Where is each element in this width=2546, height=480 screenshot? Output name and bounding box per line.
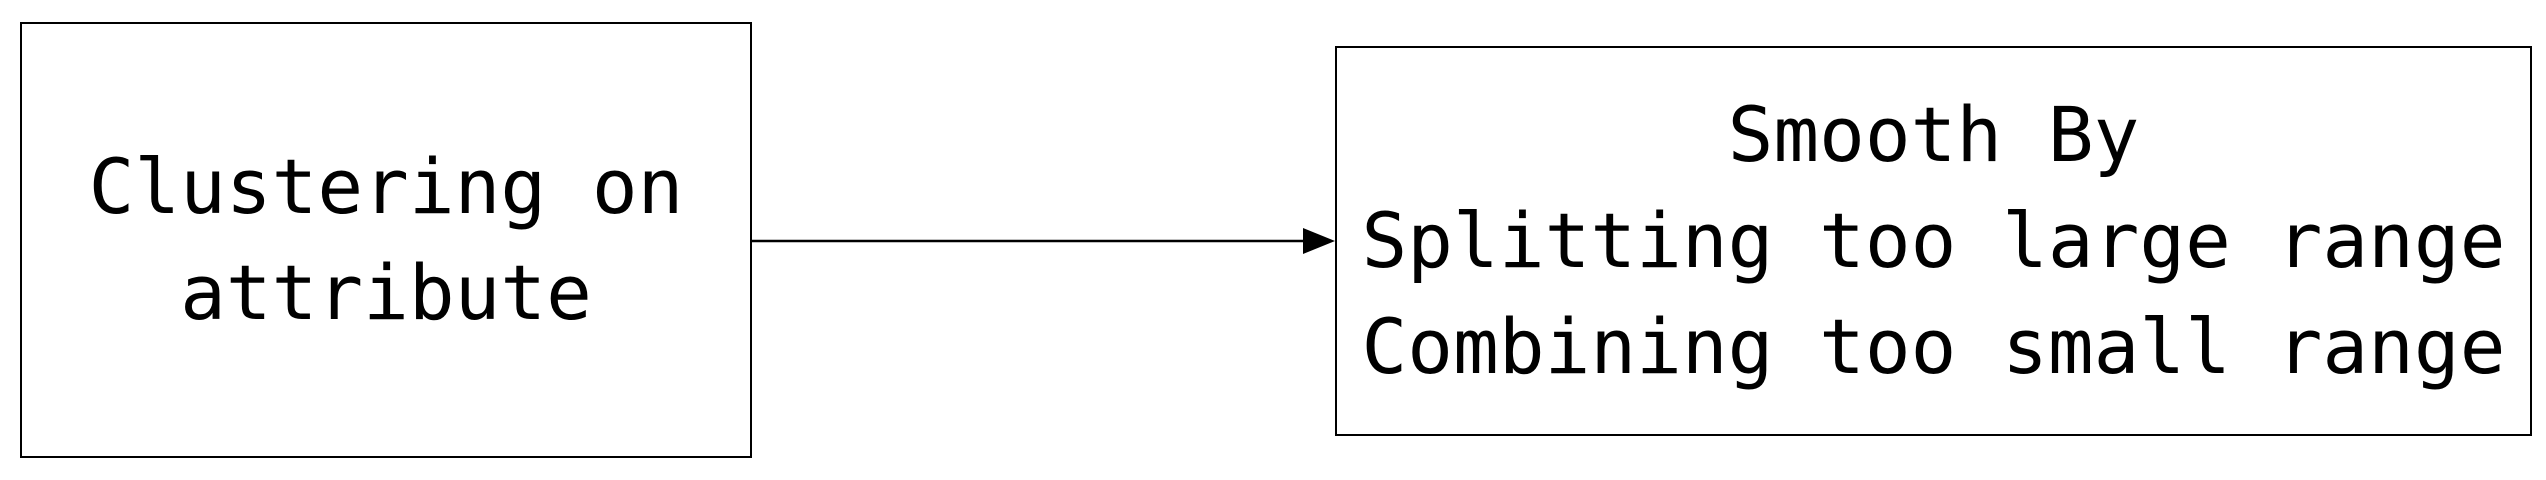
target-node-line-2: Splitting too large range bbox=[1361, 196, 2506, 285]
target-node-line-1: Smooth By bbox=[1727, 90, 2140, 179]
source-node-box: Clustering on attribute bbox=[20, 22, 752, 458]
target-node-box: Smooth By Splitting too large range Comb… bbox=[1335, 46, 2532, 436]
target-node-line-3: Combining too small range bbox=[1361, 302, 2506, 391]
source-node-line-2: attribute bbox=[180, 248, 592, 337]
arrowhead-icon bbox=[1303, 228, 1335, 254]
source-node-line-1: Clustering on bbox=[88, 142, 684, 231]
